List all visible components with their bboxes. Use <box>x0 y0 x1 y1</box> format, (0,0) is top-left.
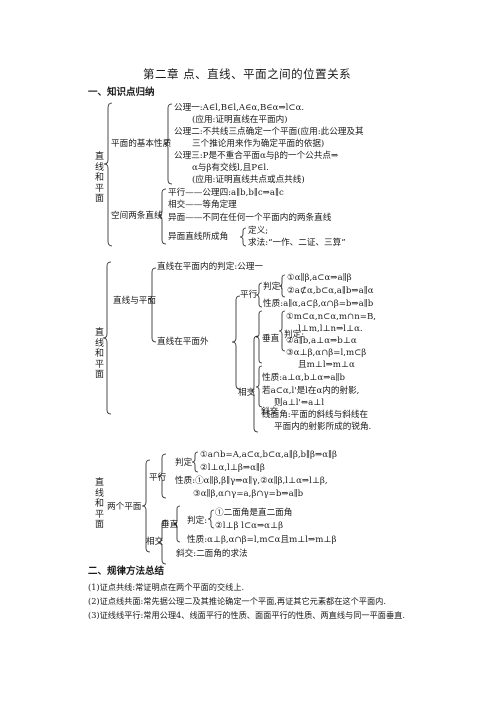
tree1-basic-properties: 平面的基本性质 <box>111 139 172 149</box>
tree1-brace-space <box>157 188 167 245</box>
axiom-three-continued: α与β有交线l,且P∈l. <box>192 163 269 173</box>
tree3-brace-perp-judge <box>207 509 215 529</box>
tree3-root-label: 直线和平面 <box>94 478 104 530</box>
line-and-plane: 直线与平面 <box>113 296 156 306</box>
pp-perp-property: 性质:α⊥β,α∩β=l,m⊂α且m⊥l⇒m⊥β <box>187 535 337 545</box>
axiom-two: 公理二:不共线三点确定一个平面(应用:此公理及其 <box>174 127 364 137</box>
axiom-three: 公理三:P是不重合平面α与β的一个公共点⇒ <box>174 151 339 161</box>
pp-parallel-judge-1: ①a∩b=A,a⊂α,b⊂α,a∥β,b∥β⇒α∥β <box>200 450 337 460</box>
skew-angle-definition: 定义; <box>248 226 269 236</box>
tree1-space-lines: 空间两条直线 <box>111 211 163 221</box>
lp-perp-property: 性质:a⊥α,b⊥α⇒a∥b <box>262 373 346 383</box>
tree1-brace-basic <box>163 103 173 185</box>
skew-angle: 异面直线所成角 <box>168 232 229 242</box>
summary-item-2: (2)证点线共面:常先据公理二及其推论确定一个平面,再证其它元素都在这个平面内. <box>88 596 386 606</box>
pp-parallel: 平行 <box>149 473 167 483</box>
tree2-brace-perp <box>255 310 263 364</box>
tree2-brace-root <box>102 261 112 415</box>
axiom-one-application: (应用:证明直线在平面内) <box>192 115 288 125</box>
lp-parallel-judge-label: 判定: <box>263 282 284 292</box>
pp-perp-judge-2: ②l⊥β l⊂α⇒α⊥β <box>215 521 284 531</box>
tree3-brace-intersect <box>157 519 167 565</box>
pp-parallel-judge-2: ②l⊥α,l⊥β⇒α∥β <box>200 463 265 473</box>
axiom-three-application: (应用:证明直线共点或点共线) <box>192 175 305 185</box>
tree2-brace-perp-judge <box>278 310 286 352</box>
tree3-brace-perp <box>173 505 181 543</box>
page-title: 第二章 点、直线、平面之间的位置关系 <box>143 67 352 81</box>
tree3-brace-two-planes <box>141 459 151 553</box>
pp-perp-judge-1: ①二面角是直二面角 <box>215 508 293 518</box>
pp-intersect: 相交 <box>146 537 164 547</box>
lp-oblique: 斜交 <box>261 407 279 417</box>
axiom-two-continued: 三个推论用来作为确定平面的依据) <box>192 139 325 149</box>
lp-oblique-3: 线面角:平面的斜线与斜线在 <box>262 410 369 420</box>
tree1-brace-skew-angle <box>239 227 247 247</box>
summary-item-3: (3)证线线平行:常用公理4、线面平行的性质、面面平行的性质、两直线与同一平面垂… <box>88 610 405 620</box>
pp-dihedral-method: 斜交:二面角的求法 <box>176 549 248 559</box>
lp-oblique-2: 则a⊥l'⇔a⊥l <box>274 398 325 408</box>
lp-perp-judge-label: 判定: <box>284 330 305 340</box>
lines-intersect: 相交——等角定理 <box>168 200 237 210</box>
lp-perp-judge-1: ①m⊂α,n⊂α,m∩n=B, <box>286 312 376 322</box>
tree1-brace-root <box>103 102 113 247</box>
lp-oblique-1: 若a⊂α,l'是l在α内的射影, <box>262 386 360 396</box>
lines-skew: 异面——不同在任何一个平面内的两条直线 <box>168 213 332 223</box>
section-heading-knowledge: 一、知识点归纳 <box>88 87 155 98</box>
pp-parallel-property-1: 性质:①α∥β,β∥γ⇒α∥γ,②α∥β,l⊥α⇒l⊥β, <box>175 476 328 486</box>
lp-parallel-property: 性质:a∥α,a⊂β,α∩β=b⇒a∥b <box>263 299 374 309</box>
tree2-brace-intersect <box>249 335 259 433</box>
line-in-plane-judge: 直线在平面内的判定:公理一 <box>157 262 264 272</box>
tree2-brace-line-plane <box>147 267 157 343</box>
section-heading-methods: 二、规律方法总结 <box>88 566 165 577</box>
pp-perpendicular: 垂直 <box>161 520 179 530</box>
lp-intersect: 相交 <box>238 388 256 398</box>
lp-perp-judge-2: ②a∥b,a⊥α⇒b⊥α <box>286 336 357 346</box>
tree2-brace-oblique <box>255 365 263 408</box>
line-outside-plane: 直线在平面外 <box>157 337 209 347</box>
lp-oblique-4: 平面内的射影所成的锐角. <box>274 422 372 432</box>
tree2-brace-outside <box>231 295 241 390</box>
lp-parallel-judge-2: ②a⊄α,b⊂α,a∥b⇒a∥α <box>287 286 374 296</box>
lp-parallel: 平行 <box>240 290 258 300</box>
lp-perp-judge-3-cont: 且m⊥l⇒m⊥α <box>298 360 355 370</box>
axiom-one: 公理一:A∈l,B∈l,A∈α,B∈α⇒l⊂α. <box>174 103 305 113</box>
lp-perpendicular: 垂直 <box>262 334 280 344</box>
tree3-brace-parallel <box>157 453 167 499</box>
lp-perp-judge-1-cont: l⊥m,l⊥n⇒l⊥α. <box>298 324 363 334</box>
lp-perp-judge-3: ③α⊥β,α∩β=l,m⊂β <box>286 348 367 358</box>
tree2-root-label: 直线和平面 <box>94 328 104 380</box>
tree2-brace-judge <box>278 274 286 298</box>
pp-parallel-judge-label: 判定 <box>175 458 193 468</box>
pp-parallel-property-2: ③α∥β,α∩γ=a,β∩γ=b⇒a∥b <box>193 489 304 499</box>
pp-perp-judge-label: 判定: <box>187 516 208 526</box>
skew-angle-method: 求法:“一作、二证、三算” <box>248 238 346 248</box>
lp-parallel-judge-1: ①α∥β,a⊂α⇒a∥β <box>287 273 352 283</box>
two-planes: 两个平面 <box>107 502 142 512</box>
tree3-brace-judge <box>191 451 199 473</box>
summary-item-1: (1)证点共线:常证明点在两个平面的交线上. <box>88 582 245 592</box>
lines-parallel: 平行——公理四:a∥b,b∥c⇒a∥c <box>168 188 284 198</box>
tree2-brace-parallel <box>255 282 263 308</box>
tree1-root-label: 直线和平面 <box>94 152 104 204</box>
